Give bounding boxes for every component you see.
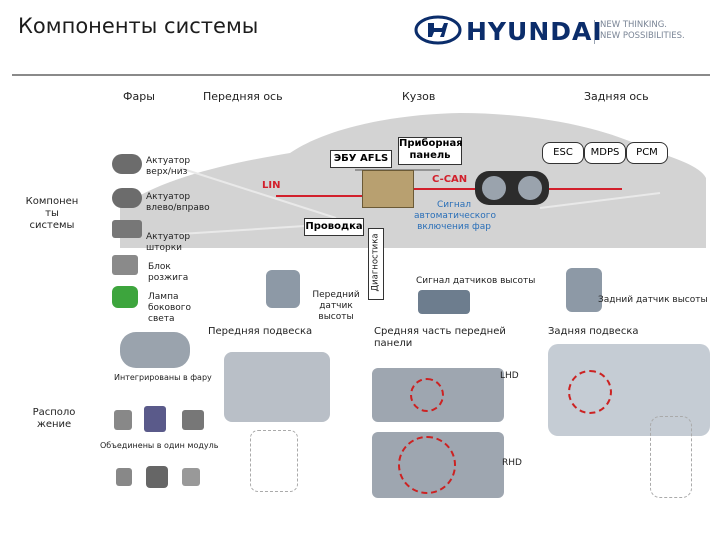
label-side-lamp: Лампа бокового света [148,292,192,324]
label-ignition-block: Блок розжига [148,262,189,283]
column-headlamps: Фары [123,90,155,103]
column-front-axle: Передняя ось [203,90,283,103]
lin-bus-label: LIN [262,180,281,191]
page-title: Компоненты системы [18,14,259,38]
header-divider [12,74,710,76]
column-body: Кузов [402,90,436,103]
hyundai-logo-icon [414,15,462,45]
rhd-label: RHD [502,458,522,468]
integrated-in-headlamp-label: Интегрированы в фару [114,373,212,382]
row-location: Располо жение [32,407,76,430]
rear-sensor-highlight [568,370,612,414]
rear-height-sensor-label: Задний датчик высоты [598,295,708,305]
module-components-icon [112,462,208,492]
lhd-label: LHD [500,371,519,381]
auto-headlamp-signal: Сигнал автоматического включения фар [414,200,496,232]
rear-suspension-label: Задняя подвеска [548,326,639,337]
height-sensor-module-icon [418,290,470,314]
height-sensor-signal-label: Сигнал датчиков высоты [416,276,536,286]
label-actuator-updown: Актуатор верх/низ [146,156,191,177]
combined-module-label: Объединены в один модуль [100,441,219,450]
brand-separator [594,20,595,44]
actuator-shutter-icon [112,220,142,238]
actuator-updown-icon [112,154,142,174]
lhd-sensor-highlight [410,378,444,412]
combined-modules-icon [114,406,210,434]
ccan-bus-label: C-CAN [432,174,468,185]
rear-sensor-link-icon [650,416,692,498]
mdps-box: MDPS [584,142,626,164]
side-lamp-icon [112,286,138,308]
brand-tagline-1: NEW THINKING. [600,20,668,30]
crossmember-label: Средняя часть передней панели [374,326,506,349]
diagnostics-box: Диагностика [368,228,384,300]
brand-wordmark: HYUNDAI [466,17,603,46]
esc-box: ESC [542,142,584,164]
label-actuator-shutter: Актуатор шторки [146,232,191,253]
ecu-afls-box: ЭБУ AFLS [330,150,392,168]
column-rear-axle: Задняя ось [584,90,649,103]
pcm-box: PCM [626,142,668,164]
actuator-leftright-icon [112,188,142,208]
front-height-sensor-label: Передний датчик высоты [312,290,360,322]
dashboard-box: Приборная панель [398,137,463,165]
front-suspension-label: Передняя подвеска [208,326,313,337]
front-height-sensor-icon [266,270,300,308]
instrument-cluster-icon [475,171,549,205]
rear-height-sensor-icon [566,268,602,312]
brand-tagline-2: NEW POSSIBILITIES. [600,31,685,41]
front-suspension-image [224,352,330,422]
rhd-sensor-highlight [398,436,456,494]
wiring-box: Проводка [304,218,364,236]
headlamp-unit-icon [120,332,190,368]
ignition-block-icon [112,255,138,275]
label-actuator-leftright: Актуатор влево/вправо [146,192,210,213]
front-sensor-link-icon [250,430,298,492]
ecu-afls-icon [362,170,414,208]
row-components: Компонен ты системы [25,196,79,231]
